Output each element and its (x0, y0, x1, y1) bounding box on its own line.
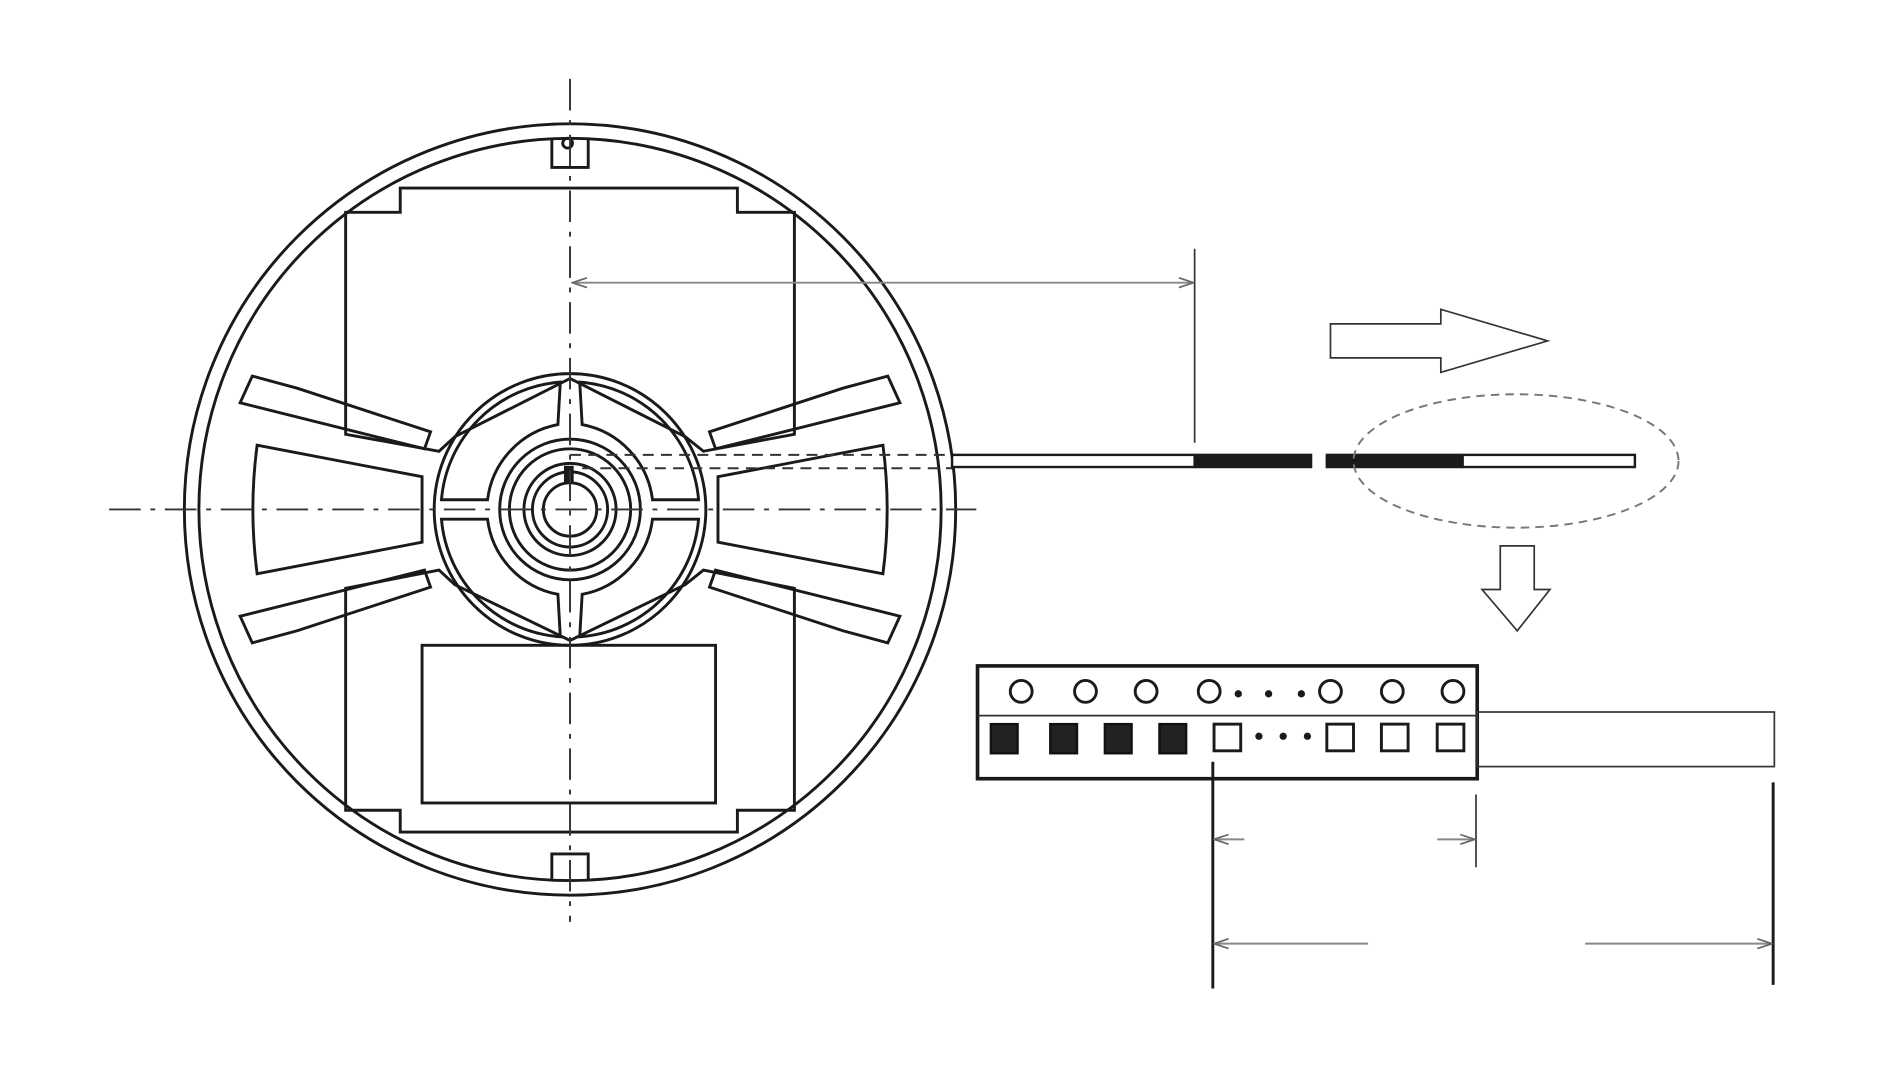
hub-segment-upper-left (439, 380, 562, 502)
reel-top-hole (561, 136, 574, 150)
ellipsis-dot (1297, 690, 1305, 698)
sprocket-hole (1073, 679, 1098, 704)
upper-left-spoke-window (238, 374, 433, 451)
tape-leader-section (950, 453, 1196, 469)
hub-segment-lower-right (578, 517, 701, 639)
empty-pocket (1325, 722, 1355, 753)
feed-direction-arrow-icon (1329, 308, 1551, 374)
sprocket-hole (1196, 679, 1222, 704)
detail-down-arrow-icon (1480, 545, 1552, 633)
hub-segment-lower-left (439, 517, 562, 639)
detail-callout-ellipse (1352, 393, 1680, 529)
reel-top-notch (550, 139, 590, 169)
sprocket-holes (1008, 679, 1466, 704)
ellipsis-dot (1234, 690, 1242, 698)
lower-right-spoke-window (707, 568, 902, 645)
sprocket-hole (1318, 679, 1343, 704)
ellipsis-dot (1279, 732, 1287, 740)
sprocket-hole (1379, 679, 1405, 704)
left-spoke-window (251, 443, 424, 576)
sprocket-hole (1133, 679, 1159, 704)
tape-detail (975, 664, 1776, 781)
ellipsis-dot (1264, 690, 1273, 698)
empty-pocket (1435, 722, 1466, 753)
tape-loaded-section (1194, 453, 1313, 469)
label-area (420, 643, 718, 805)
filled-pocket (1103, 722, 1133, 755)
component-pockets (989, 722, 1466, 755)
filled-pocket (1049, 722, 1079, 755)
upper-window (344, 186, 796, 453)
empty-pocket (1212, 722, 1243, 753)
tape-strip (950, 453, 1637, 469)
filled-pocket (1158, 722, 1188, 755)
reel-bottom-notch (550, 852, 590, 881)
hub-key (563, 465, 574, 483)
hub-segment-upper-right (578, 380, 701, 502)
tape-loaded-section-2 (1325, 453, 1463, 469)
ellipsis-dot (1303, 732, 1312, 740)
dimension-lines (572, 248, 1775, 989)
leader-tape (1476, 711, 1776, 768)
filled-pocket (989, 722, 1019, 755)
ellipsis-dot (1255, 732, 1263, 740)
carrier-tape (975, 664, 1480, 781)
upper-right-spoke-window (707, 374, 902, 451)
sprocket-hole (1440, 679, 1466, 704)
tape-trailer-section (1461, 453, 1637, 469)
lower-left-spoke-window (238, 568, 433, 645)
empty-pocket (1379, 722, 1410, 753)
sprocket-hole (1008, 679, 1034, 704)
